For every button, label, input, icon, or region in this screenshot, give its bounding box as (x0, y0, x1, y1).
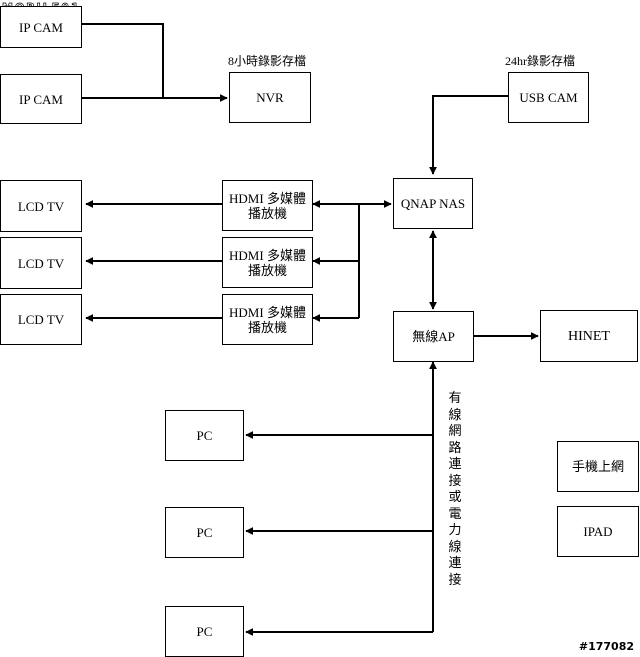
nvr-label: NVR (256, 90, 284, 105)
ipcam-2-label: IP CAM (19, 91, 63, 107)
hdmi-player-2-line2: 播放機 (247, 262, 287, 278)
hdmi-player-2-node: HDMI 多媒體播放機 (222, 237, 313, 288)
hdmi-player-2-line1: HDMI 多媒體 (229, 247, 306, 263)
pc-1-label: PC (196, 428, 213, 443)
phone-internet-node: 手機上網 (557, 441, 639, 492)
hdmi-player-1-line2: 播放機 (247, 205, 287, 221)
hdmi-player-3-line1: HDMI 多媒體 (229, 304, 306, 320)
pc-2-node: PC (165, 507, 244, 558)
usb-cam-node: USB CAM (508, 72, 589, 123)
pc-3-label: PC (196, 624, 213, 639)
pc-1-node: PC (165, 410, 244, 461)
ipad-label: IPAD (583, 524, 613, 539)
ipcam-1-label: IP CAM (19, 19, 63, 35)
lcd-tv-2-node: LCD TV (0, 237, 82, 289)
lcd-tv-1-label: LCD TV (17, 198, 65, 214)
ipad-node: IPAD (557, 506, 639, 557)
pc-2-label: PC (196, 525, 213, 540)
nvr-node: NVR (229, 72, 311, 123)
lcd-tv-3-label: LCD TV (17, 312, 65, 327)
nvr-note: 8小時錄影存檔 (228, 54, 307, 68)
qnap-nas-node: QNAP NAS (393, 178, 473, 229)
hdmi-player-3-line2: 播放機 (247, 319, 287, 335)
ipcam-1-link (82, 23, 164, 98)
ipcam-1-node: IP CAM (0, 6, 82, 48)
pc-3-node: PC (165, 606, 244, 657)
hinet-node: HINET (540, 310, 638, 362)
watermark-id: #177082 (578, 640, 634, 653)
wireless-ap-label: 無線AP (412, 329, 455, 344)
hdmi-player-3-node: HDMI 多媒體播放機 (222, 294, 313, 345)
hdmi-player-1-node: HDMI 多媒體播放機 (222, 180, 313, 231)
wired-note: 有線網路連接或電力線連接 (448, 390, 462, 587)
usb-cam-label: USB CAM (519, 90, 578, 105)
hdmi-player-1-line1: HDMI 多媒體 (229, 190, 306, 206)
wireless-ap-node: 無線AP (393, 311, 474, 362)
hinet-label: HINET (568, 328, 610, 344)
usbcam-to-nas-arrow (429, 95, 508, 175)
phone-internet-label: 手機上網 (571, 459, 624, 474)
ipcam-2-node: IP CAM (0, 74, 82, 124)
lcd-tv-1-node: LCD TV (0, 180, 82, 232)
usbcam-note: 24hr錄影存檔 (505, 54, 575, 68)
qnap-nas-label: QNAP NAS (400, 196, 466, 211)
lcd-tv-2-label: LCD TV (17, 255, 65, 271)
lcd-tv-3-node: LCD TV (0, 294, 82, 345)
